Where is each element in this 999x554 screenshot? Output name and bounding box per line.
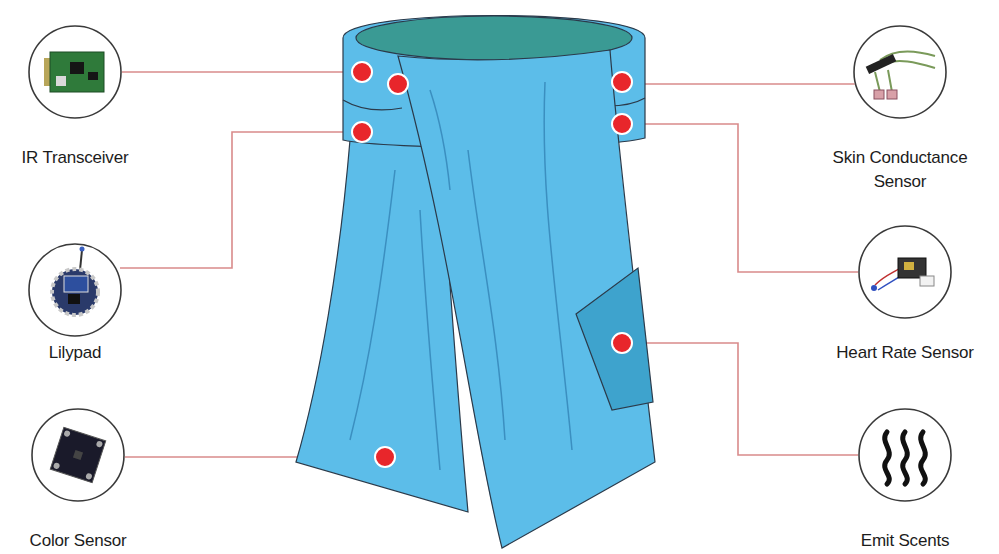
callout-background	[31, 408, 125, 502]
radio-module	[64, 276, 88, 292]
collar-fold	[343, 100, 402, 110]
sensor-chip	[73, 450, 83, 460]
callout-background	[28, 243, 122, 337]
callout-circle: Color Sensor	[31, 408, 125, 502]
scent-symbol	[885, 432, 926, 484]
callout-circle: Lilypad	[28, 243, 122, 337]
callout-circle: Skin Conductance Sensor	[853, 25, 947, 119]
wire	[875, 70, 892, 92]
sensor-dot	[375, 447, 395, 467]
scent-wave	[885, 432, 890, 484]
callout-background	[853, 25, 947, 119]
callout-circle: IR Transceiver	[28, 25, 122, 119]
fold-lines	[350, 170, 440, 470]
callout-circle: Emit Scents	[858, 408, 952, 502]
fold-lines	[430, 82, 572, 450]
sensor-dot	[612, 114, 632, 134]
electrode-pad	[887, 90, 897, 99]
callout-label: Lilypad	[0, 341, 165, 365]
chip	[88, 72, 98, 80]
callout-ring	[29, 26, 121, 118]
scarf-front	[398, 50, 655, 548]
sensor-dot	[352, 62, 372, 82]
mount-hole	[85, 473, 93, 481]
lilypad-icon	[52, 247, 98, 316]
wire	[875, 268, 900, 285]
fold-line	[468, 150, 505, 440]
callout-outline	[853, 25, 947, 119]
callout-ring	[859, 226, 951, 318]
scent-wave	[921, 432, 926, 484]
sensor-lead	[871, 285, 877, 291]
scarf-pocket	[576, 268, 653, 410]
scent-wave	[903, 432, 908, 484]
leader-line	[622, 343, 860, 455]
fold-line	[420, 210, 440, 470]
sensor-board	[50, 427, 105, 482]
chip	[70, 62, 84, 74]
sensor-board	[898, 258, 926, 278]
sensor-stick	[866, 54, 897, 74]
antenna	[80, 250, 82, 270]
mount-hole	[96, 440, 104, 448]
mount-hole	[53, 462, 61, 470]
skin-sensor-icon	[866, 51, 935, 99]
color-sensor-icon	[50, 427, 105, 482]
pcb	[50, 52, 104, 92]
sensor-dot	[352, 122, 372, 142]
leader-line	[622, 124, 860, 272]
mount-hole	[63, 430, 71, 438]
callout-ring	[32, 409, 124, 501]
heart-sensor-icon	[871, 258, 934, 291]
sensor-dots	[352, 62, 632, 467]
callout-label: Color Sensor	[0, 529, 168, 553]
component	[56, 76, 66, 86]
callout-outline	[28, 25, 122, 119]
chip	[904, 262, 914, 270]
callout-outline	[858, 225, 952, 319]
callout-background	[858, 408, 952, 502]
callout-ring	[29, 244, 121, 336]
callout-label: Skin Conductance Sensor	[810, 146, 990, 194]
leader-line	[120, 71, 362, 73]
fold-line	[544, 82, 572, 450]
antenna-tip	[80, 247, 85, 252]
fold-line	[430, 90, 450, 190]
callout-outline	[858, 408, 952, 502]
callout-background	[28, 25, 122, 119]
callout-outline	[31, 408, 125, 502]
electrode-pad	[874, 90, 884, 99]
sensor-dot	[388, 74, 408, 94]
callout-backgrounds	[28, 25, 952, 502]
callout-outline	[28, 243, 122, 337]
chip	[68, 294, 80, 304]
callout-circle: Heart Rate Sensor	[858, 225, 952, 319]
lilypad-board	[52, 269, 98, 315]
callout-ring	[859, 409, 951, 501]
sensor-dot	[612, 333, 632, 353]
callout-label: Heart Rate Sensor	[815, 341, 995, 365]
connector	[920, 276, 934, 286]
callout-label: IR Transceiver	[0, 146, 165, 170]
sensor-dot	[612, 72, 632, 92]
leader-line	[120, 132, 362, 268]
ir-board-icon	[44, 52, 104, 92]
callout-ring	[854, 26, 946, 118]
fold-line	[350, 170, 395, 440]
callout-label: Emit Scents	[815, 529, 995, 553]
callout-background	[858, 225, 952, 319]
